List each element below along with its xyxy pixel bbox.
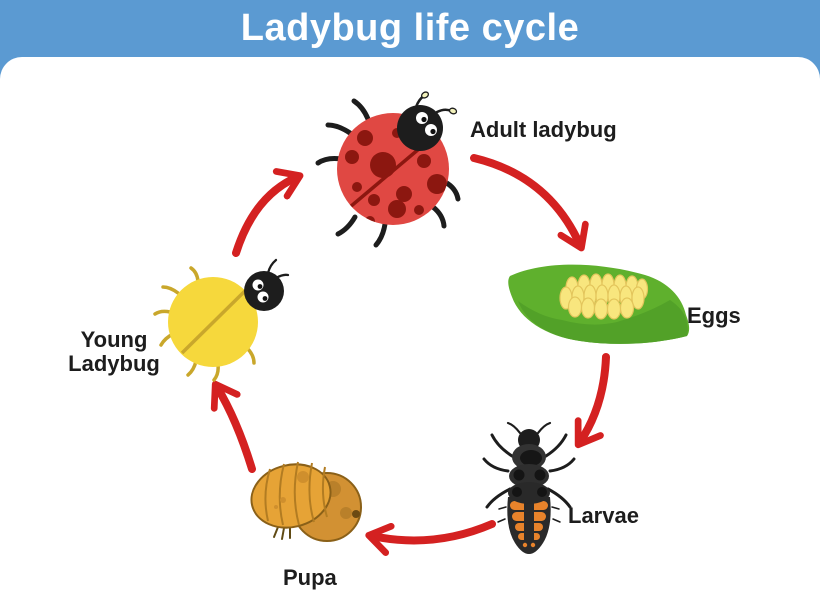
label-larvae: Larvae [568, 503, 639, 528]
arrow-adult-to-eggs [470, 154, 589, 252]
label-pupa: Pupa [283, 565, 337, 590]
label-eggs: Eggs [687, 303, 741, 328]
label-adult-ladybug: Adult ladybug [470, 117, 617, 142]
arrow-larvae-to-pupa [365, 520, 496, 556]
label-young-ladybug: Young Ladybug [46, 328, 182, 376]
larvae-illustration [482, 421, 576, 554]
page-title: Ladybug life cycle [240, 7, 580, 49]
pupa-illustration [250, 461, 362, 542]
egg-cluster [559, 273, 649, 320]
arrow-young-to-adult [232, 168, 304, 257]
adult-ladybug-illustration [315, 91, 461, 248]
label-young-line2: Ladybug [68, 351, 160, 376]
eggs-illustration [508, 264, 690, 344]
arrow-pupa-to-young [210, 380, 256, 473]
cycle-arrows [210, 154, 610, 556]
life-cycle-diagram [153, 91, 690, 556]
young-ladybug-illustration [153, 258, 290, 382]
diagram-canvas: Adult ladybug Eggs Larvae Pupa Young Lad… [0, 57, 820, 612]
arrow-eggs-to-larvae [574, 353, 610, 449]
label-young-line1: Young [80, 327, 148, 352]
